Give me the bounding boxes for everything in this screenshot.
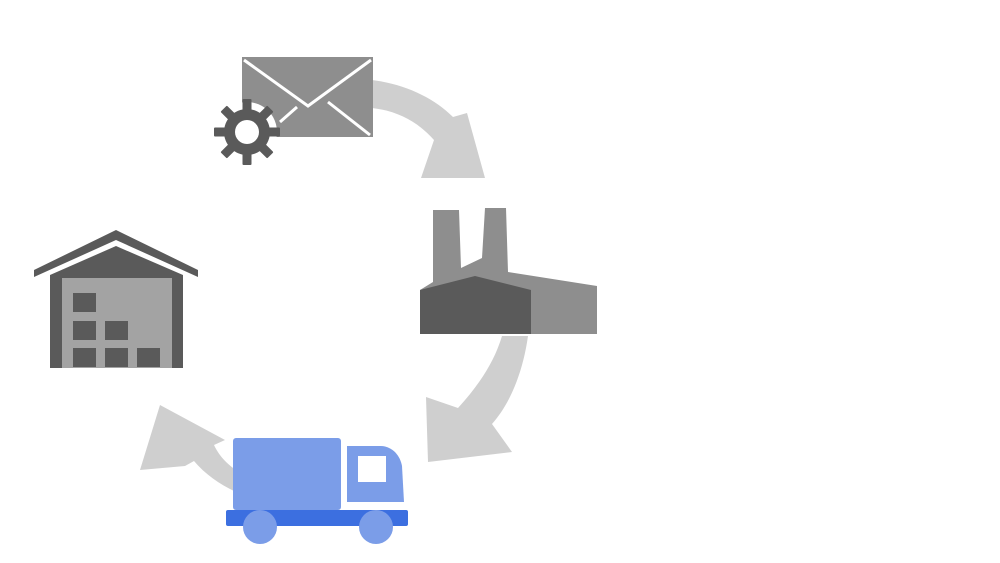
warehouse-node bbox=[34, 230, 198, 368]
delivery-node bbox=[226, 438, 408, 544]
arrow-factory-to-delivery bbox=[426, 336, 528, 462]
gear-icon bbox=[214, 99, 280, 165]
arrow-delivery-to-warehouse bbox=[140, 405, 236, 492]
delivery-truck-icon bbox=[226, 438, 408, 544]
arrow-body bbox=[372, 80, 485, 178]
warehouse-icon bbox=[34, 230, 198, 368]
cycle-arrows bbox=[140, 80, 528, 492]
arrow-body bbox=[140, 405, 236, 492]
factory-icon bbox=[420, 208, 597, 334]
factory-node bbox=[420, 208, 597, 334]
order-node bbox=[214, 57, 373, 165]
arrow-body bbox=[426, 336, 528, 462]
arrow-order-to-factory bbox=[372, 80, 485, 178]
